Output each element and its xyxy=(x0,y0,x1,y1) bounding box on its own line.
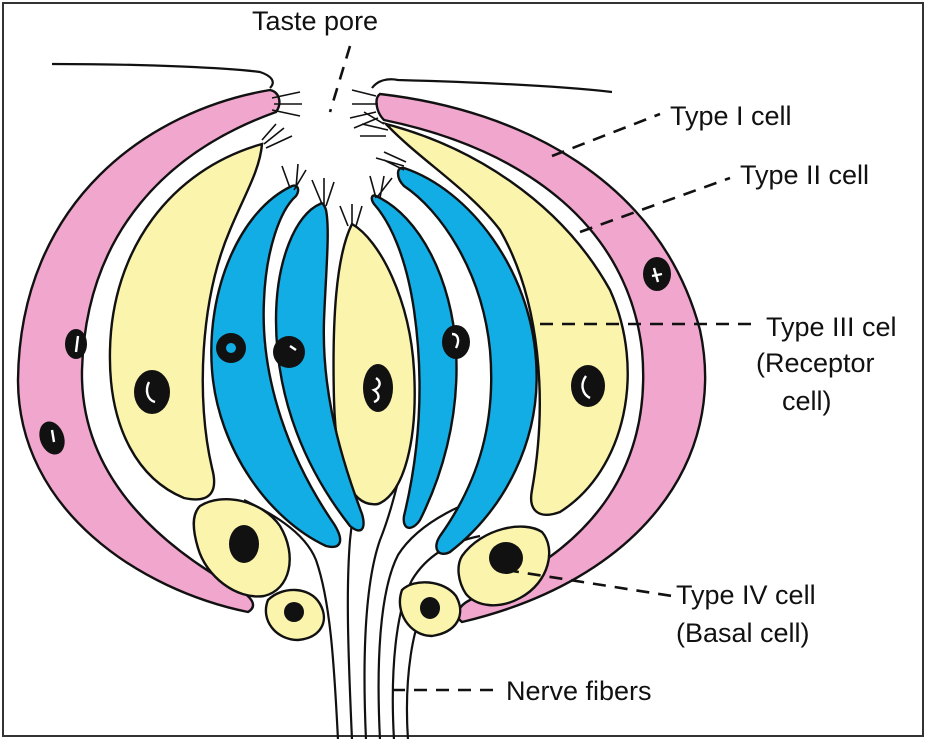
label-type4-cell-line2: (Basal cell) xyxy=(676,618,810,648)
label-type3-cell-line2: (Receptor xyxy=(756,348,875,378)
nucleus-type2-right xyxy=(571,365,605,407)
nucleus-type4-right-small xyxy=(420,597,440,619)
label-nerve-fibers: Nerve fibers xyxy=(506,676,652,706)
label-type1-cell: Type I cell xyxy=(670,101,792,131)
nucleus-type4-left-large xyxy=(229,525,259,563)
leader-type1 xyxy=(552,114,660,156)
leader-taste-pore xyxy=(330,46,350,112)
nucleus-type3-right xyxy=(442,325,470,359)
label-type4-cell-line1: Type IV cell xyxy=(676,580,816,610)
label-type3-cell-line3: cell) xyxy=(782,386,832,416)
label-type2-cell: Type II cell xyxy=(740,160,869,190)
nucleus-type4-left-small xyxy=(284,602,304,622)
type2-cell-center xyxy=(334,224,415,504)
nucleus-type4-right-large xyxy=(489,542,523,574)
nucleus-type3-left-inner xyxy=(273,336,305,368)
epithelium-surface-right xyxy=(372,79,612,92)
nucleus-type2-left xyxy=(134,370,170,414)
label-type3-cell-line1: Type III cel xyxy=(766,312,897,342)
epithelium-surface-left xyxy=(52,64,273,88)
label-taste-pore: Taste pore xyxy=(252,6,378,36)
